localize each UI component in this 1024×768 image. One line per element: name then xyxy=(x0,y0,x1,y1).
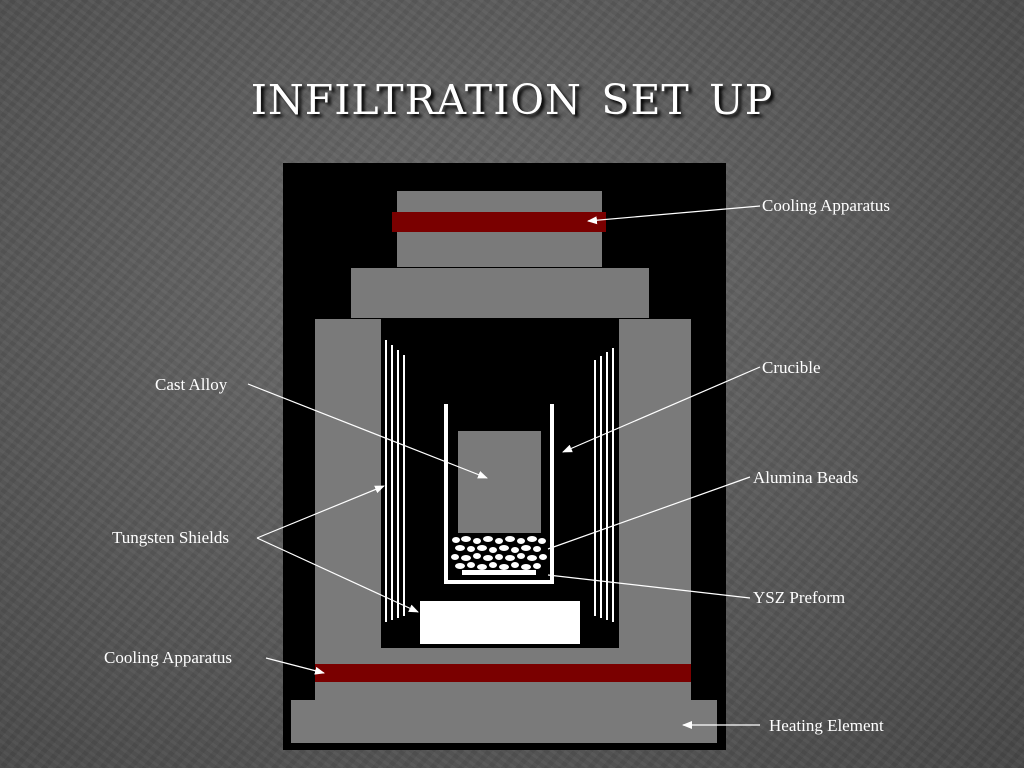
callout-cast-alloy xyxy=(247,383,488,479)
lid-block xyxy=(351,268,649,318)
callout-crucible xyxy=(562,366,761,453)
heating-element xyxy=(291,700,717,743)
label-cooling-apparatus-top: Cooling Apparatus xyxy=(762,196,890,215)
callout-alumina-beads xyxy=(547,476,751,550)
label-tungsten-shields: Tungsten Shields xyxy=(112,528,229,547)
body-left-wall xyxy=(315,319,381,667)
label-crucible: Crucible xyxy=(762,358,821,377)
crucible xyxy=(444,404,554,584)
tungsten-shields-left xyxy=(385,340,405,622)
callout-tungsten-lower xyxy=(256,537,419,613)
cooling-band-top xyxy=(392,212,606,232)
callout-tungsten-upper xyxy=(256,485,385,539)
label-alumina-beads: Alumina Beads xyxy=(753,468,859,487)
callout-ysz-preform xyxy=(547,574,751,599)
cast-alloy xyxy=(458,431,541,533)
tungsten-shield-bottom-block xyxy=(420,601,580,644)
tungsten-shields-right xyxy=(594,348,614,622)
callout-cooling-top xyxy=(587,205,761,225)
label-cast-alloy: Cast Alloy xyxy=(155,375,228,394)
slide-title: Infiltration Set Up xyxy=(250,60,774,128)
body-right-wall xyxy=(619,319,691,667)
callout-cooling-bottom xyxy=(265,657,325,675)
label-ysz-preform: YSZ Preform xyxy=(753,588,846,607)
label-heating-element: Heating Element xyxy=(769,716,884,735)
label-cooling-apparatus-bottom: Cooling Apparatus xyxy=(104,648,232,667)
ysz-preform xyxy=(462,570,536,575)
cooling-band-bottom xyxy=(315,664,691,682)
